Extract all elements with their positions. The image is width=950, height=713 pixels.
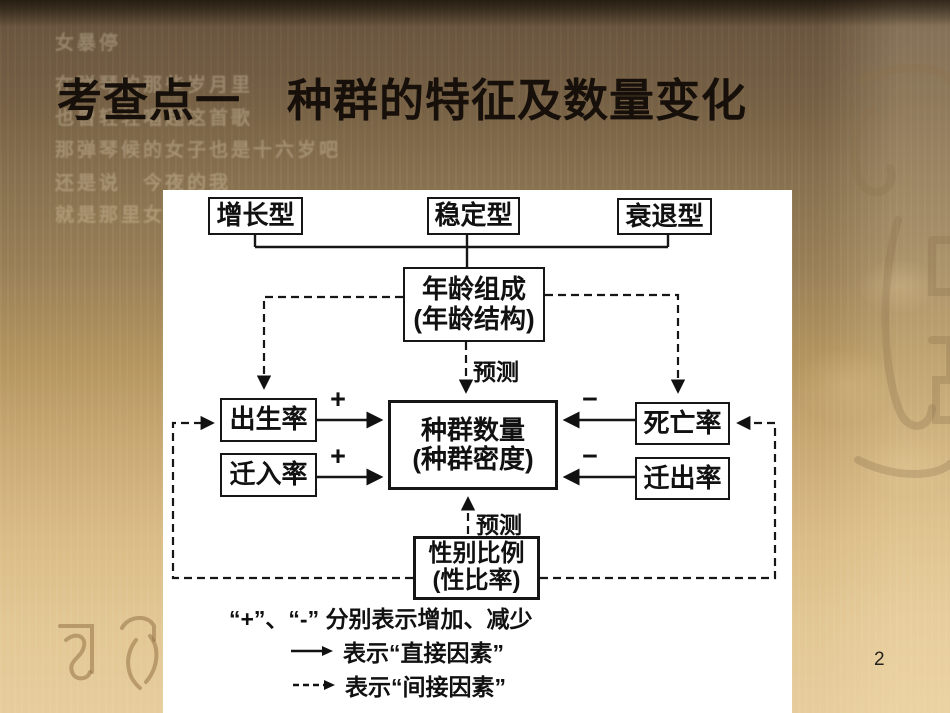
box-death-rate: 死亡率: [635, 402, 730, 445]
right-seal-icon: [850, 63, 950, 478]
plus-sign: +: [330, 441, 346, 471]
diagram-panel: 增长型 稳定型 衰退型 年龄组成 (年龄结构) 出生率 迁入率 种群数量 (种群…: [163, 190, 792, 713]
box-sex-ratio: 性别比例 (性比率): [413, 536, 540, 600]
minus-sign: −: [582, 441, 598, 471]
box-label: 迁出率: [643, 462, 722, 493]
page-title: 考查点一 种群的特征及数量变化: [57, 75, 748, 126]
box-immigration-rate: 迁入率: [220, 453, 317, 497]
watermark-line: 女暴停: [55, 33, 122, 54]
watermark-line: 那弹琴候的女子也是十六岁吧: [55, 140, 342, 161]
box-population-size: 种群数量 (种群密度): [388, 400, 558, 490]
legend-direct-factor: 表示“直接因素”: [291, 634, 504, 668]
legend-label: 表示“间接因素”: [345, 674, 506, 700]
box-decline-type: 衰退型: [617, 198, 712, 235]
box-label: (年龄结构): [413, 303, 535, 334]
box-birth-rate: 出生率: [220, 398, 317, 442]
minus-sign: −: [582, 384, 598, 414]
plus-sign: +: [330, 384, 346, 414]
predict-label-bottom: 预测: [476, 512, 522, 538]
box-label: 年龄组成: [421, 274, 526, 305]
bottom-seal-icon: [120, 616, 159, 690]
legend-plus-minus: “+”、“-” 分别表示增加、减少: [229, 606, 533, 632]
box-growth-type: 增长型: [208, 197, 303, 235]
watermark-line: 还是说 今夜的我: [55, 173, 232, 194]
floral-texture: [780, 220, 950, 550]
dashed-arrow-icon: [293, 680, 335, 690]
box-label: 增长型: [216, 200, 295, 231]
predict-label-top: 预测: [473, 359, 519, 385]
legend-indirect-factor: 表示“间接因素”: [293, 668, 506, 702]
watermark-line: 也曾轻轻唱起这首歌: [55, 108, 254, 129]
box-stable-type: 稳定型: [427, 197, 520, 235]
box-label: 死亡率: [643, 407, 722, 438]
solid-arrow-icon: [291, 646, 333, 656]
box-emigration-rate: 迁出率: [635, 457, 730, 500]
watermark-line: 就是那里女子: [55, 205, 188, 226]
box-label: 种群数量: [420, 414, 525, 445]
watermark-line: 在弹琴的那些岁月里: [55, 75, 254, 96]
top-shadow: [0, 0, 950, 26]
box-label: (性比率): [432, 567, 521, 594]
box-label: 性别比例: [428, 540, 525, 568]
box-label: (种群密度): [412, 444, 534, 474]
box-label: 出生率: [229, 404, 308, 435]
bottom-seal-icon: [58, 624, 94, 681]
legend-label: 表示“直接因素”: [343, 640, 504, 666]
diagram-connectors: [171, 234, 777, 580]
box-label: 衰退型: [625, 200, 704, 231]
box-label: 迁入率: [229, 459, 308, 490]
page-number: 2: [874, 649, 885, 670]
box-age-composition: 年龄组成 (年龄结构): [403, 267, 545, 342]
background-right-highlight: [820, 0, 950, 713]
box-label: 稳定型: [434, 200, 513, 231]
